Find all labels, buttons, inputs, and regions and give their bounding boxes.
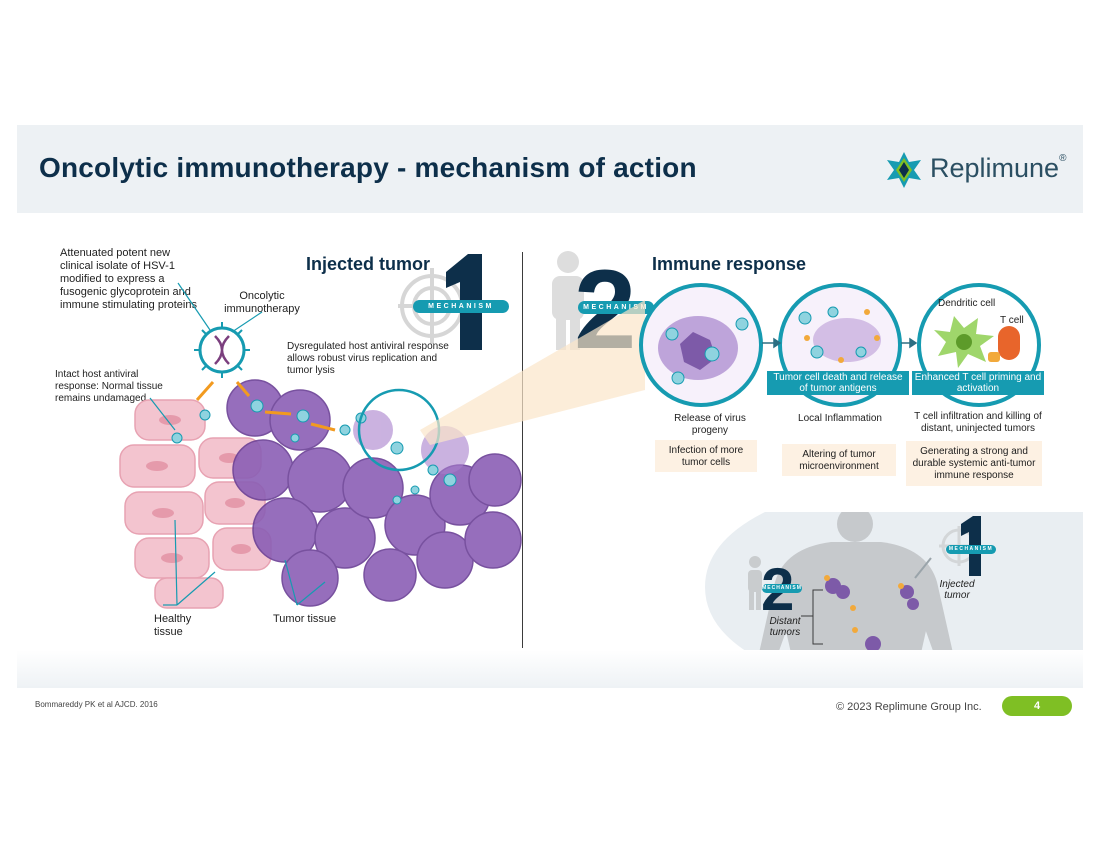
step-3-caption: T cell infiltration and killing of dista… (914, 411, 1042, 434)
step-1-box: Infection of more tumor cells (655, 440, 757, 472)
oncolytic-label: Oncolytic immunotherapy (224, 290, 300, 315)
injected-mech-pill: MECHANISM (946, 545, 996, 554)
tumor-tissue-label: Tumor tissue (273, 613, 337, 625)
zoom-beam (420, 300, 645, 445)
oncolytic-virus-icon (194, 322, 250, 378)
injected-tumor-title: Injected tumor (306, 254, 431, 274)
distant-mech-pill: MECHANISM (762, 584, 802, 593)
healthy-tissue-label: Healthy tissue (154, 613, 192, 638)
section-divider (522, 252, 523, 648)
logo-text: Replimune® (930, 153, 1067, 183)
page-number: 4 (1002, 696, 1072, 716)
hsv-label: Attenuated potent new clinical isolate o… (60, 247, 197, 311)
mechanism-1-pill: MECHANISM (413, 300, 509, 313)
step-1-caption: Release of virus progeny (674, 413, 746, 436)
copyright: © 2023 Replimune Group Inc. (836, 701, 982, 713)
step-2-banner: Tumor cell death and release of tumor an… (767, 371, 909, 395)
intact-label: Intact host antiviral response: Normal t… (55, 369, 163, 404)
distant-tumors-label: Distant tumors (769, 616, 801, 638)
tcell-label: T cell (1000, 315, 1024, 326)
citation: Bommareddy PK et al AJCD. 2016 (35, 700, 158, 709)
step-2-caption: Local Inflammation (798, 413, 882, 424)
step-2-box: Altering of tumor microenvironment (782, 444, 896, 476)
replimune-logo-icon (887, 152, 921, 188)
step-3-box: Generating a strong and durable systemic… (906, 441, 1042, 486)
step-3-banner: Enhanced T cell priming and activation (912, 371, 1044, 395)
virus-progeny-circle (639, 283, 763, 407)
injected-tumor-label: Injected tumor (939, 579, 975, 601)
immune-response-title: Immune response (652, 254, 807, 274)
dendritic-cell-label: Dendritic cell (938, 298, 996, 309)
flow-arrows (762, 337, 918, 349)
dysregulated-label: Dysregulated host antiviral response all… (287, 341, 449, 376)
page-title: Oncolytic immunotherapy - mechanism of a… (39, 152, 697, 183)
bottom-band (17, 650, 1083, 688)
